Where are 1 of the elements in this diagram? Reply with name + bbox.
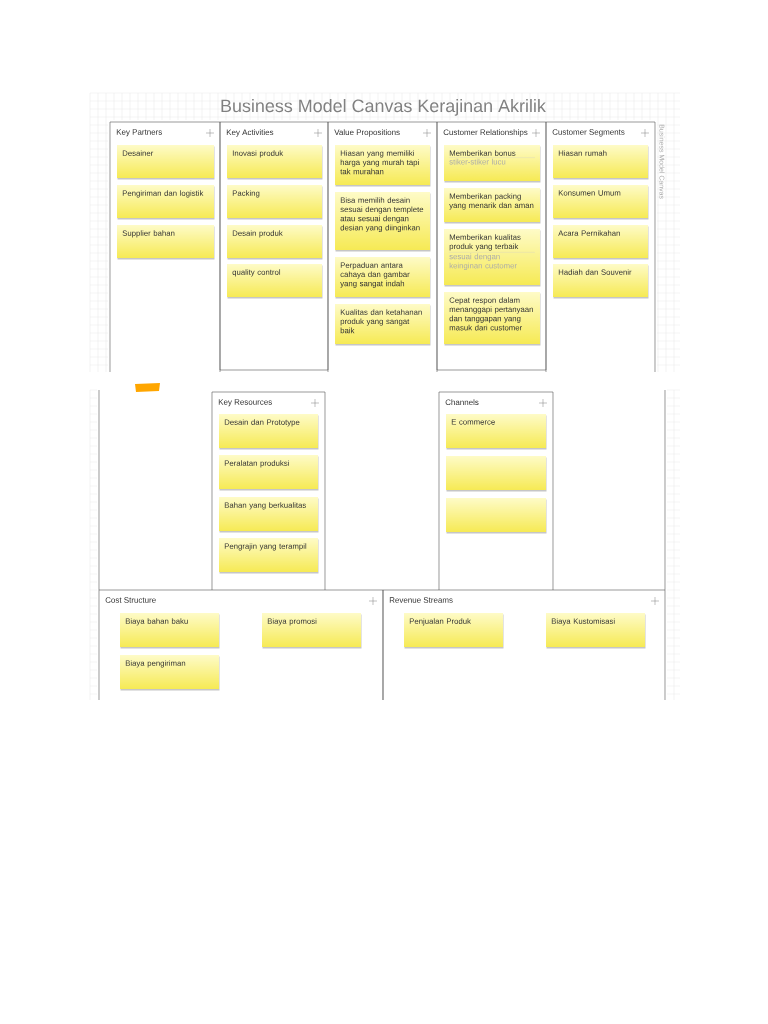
title: Business Model Canvas Kerajinan Akrilik <box>221 99 546 116</box>
